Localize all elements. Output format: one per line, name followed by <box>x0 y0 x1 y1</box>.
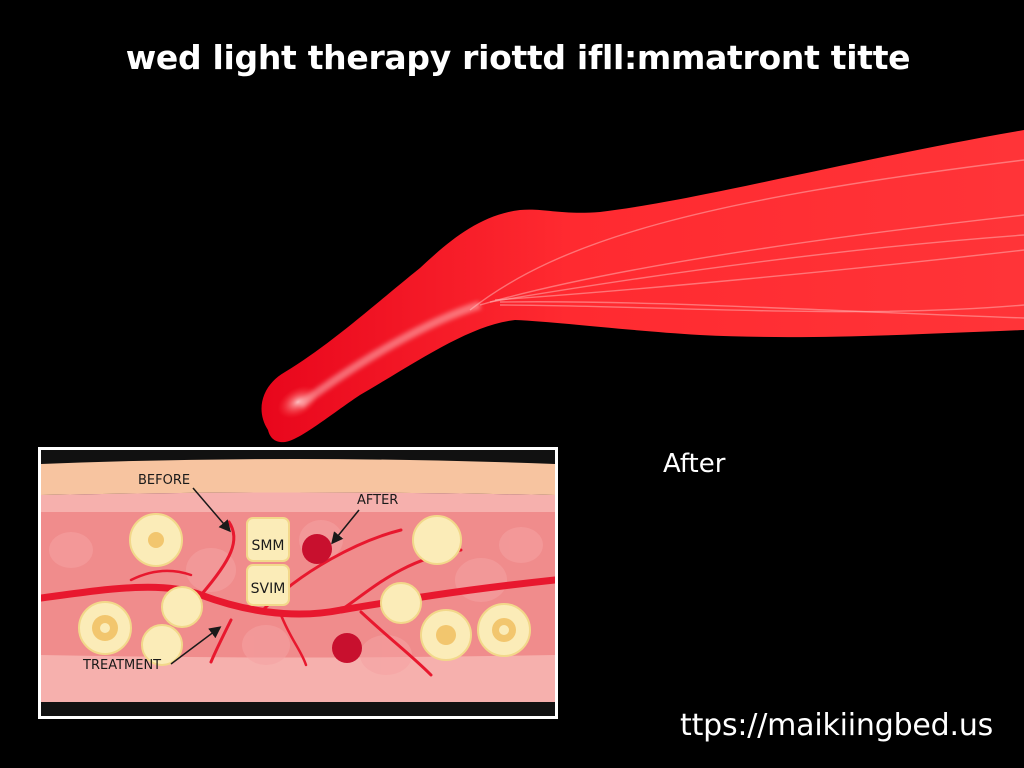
after-side-label: After <box>663 449 726 479</box>
before-label: BEFORE <box>138 473 190 488</box>
tissue-cross-section: SMM SVIM BEFORE AFTER TREATMENT <box>41 450 555 716</box>
website-url: ttps://maikiingbed.us <box>680 708 994 743</box>
smm-cell <box>246 517 290 562</box>
page-title: wed light therapy riottd ifll:mmatront t… <box>125 38 911 77</box>
before-arrow <box>192 487 231 533</box>
tissue-diagram-panel: SMM SVIM BEFORE AFTER TREATMENT <box>38 447 558 719</box>
after-label: AFTER <box>357 493 398 508</box>
svim-cell <box>246 564 290 606</box>
cell-group <box>78 513 531 666</box>
treatment-label: TREATMENT <box>82 658 161 673</box>
after-arrow <box>331 509 360 545</box>
rbc-after <box>302 534 332 564</box>
rbc-lower <box>332 633 362 663</box>
svim-label: SVIM <box>251 581 286 597</box>
treatment-arrow <box>170 626 222 665</box>
smm-label: SMM <box>251 538 284 554</box>
